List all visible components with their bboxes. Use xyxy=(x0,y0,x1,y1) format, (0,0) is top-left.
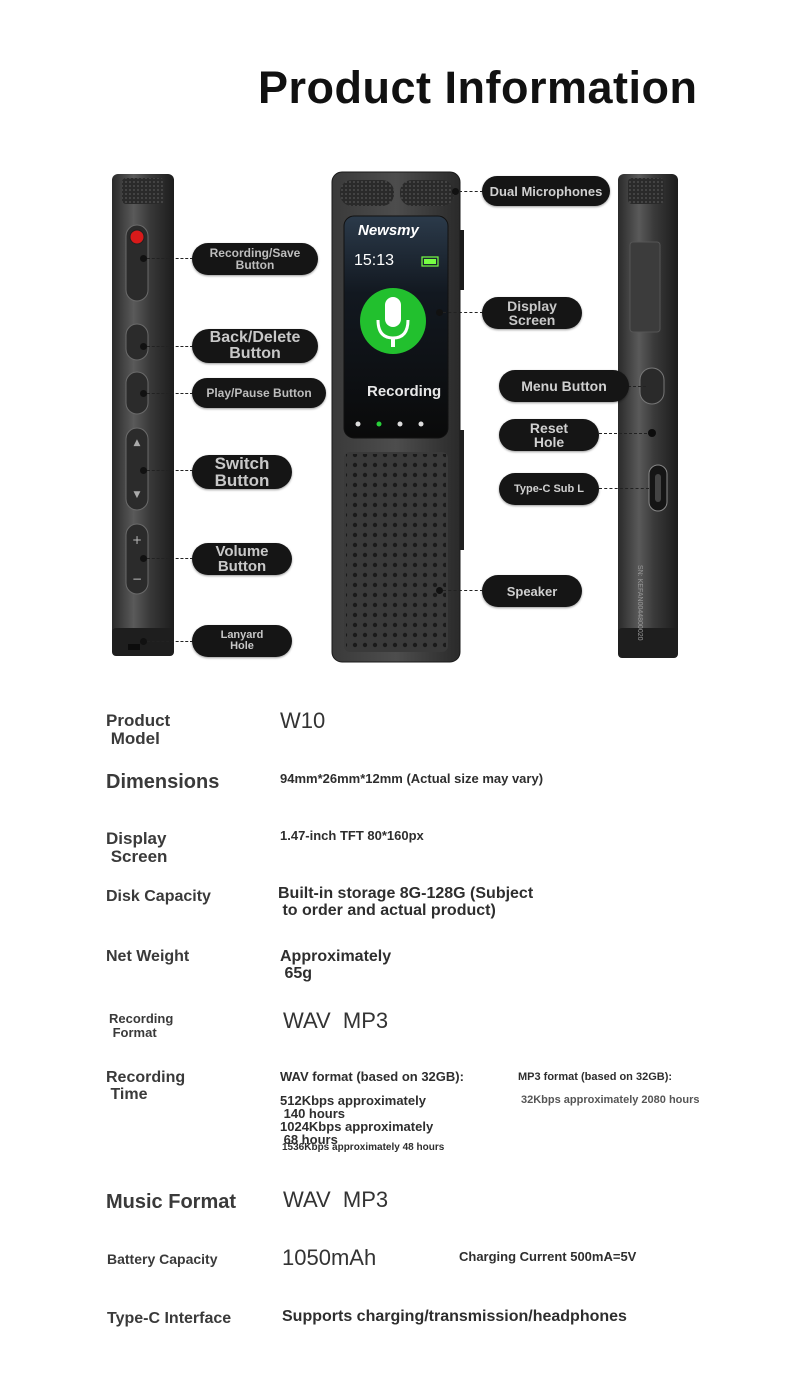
spec-value-recording-format: WAV MP3 xyxy=(283,1008,389,1033)
page-title: Product Information xyxy=(258,62,698,113)
spec-value-disk: Built-in storage 8G-128G (Subject to ord… xyxy=(278,885,534,919)
device-illustration: ▲ ▼ + − xyxy=(112,171,678,663)
spec-label-display: Display Screen xyxy=(106,829,168,866)
spec-label-weight: Net Weight xyxy=(106,948,190,965)
spec-value-charging-current: Charging Current 500mA=5V xyxy=(459,1249,637,1264)
spec-value-type-c: Supports charging/transmission/headphone… xyxy=(282,1308,627,1325)
spec-value-model: W10 xyxy=(280,708,326,733)
spec-label-dimensions: Dimensions xyxy=(106,771,220,793)
callout-dual-microphones: Dual Microphones xyxy=(482,176,610,206)
spec-mp3-format-title: MP3 format (based on 32GB): xyxy=(518,1071,673,1083)
spec-label-model: Product Model xyxy=(106,711,171,748)
device-serial: SN: KEFAN0044800020 xyxy=(636,565,643,641)
spec-wav-format-title: WAV format (based on 32GB): xyxy=(280,1069,464,1084)
callout-speaker: Speaker xyxy=(482,575,582,607)
svg-text:▲: ▲ xyxy=(134,438,141,448)
spec-label-music-format: Music Format xyxy=(106,1191,237,1213)
spec-wav-format-lines: 512Kbps approximately 140 hours 1024Kbps… xyxy=(280,1093,434,1147)
spec-label-type-c: Type-C Interface xyxy=(107,1310,232,1327)
spec-value-display: 1.47-inch TFT 80*160px xyxy=(280,828,424,843)
right-side-view xyxy=(618,174,678,658)
spec-value-weight: Approximately 65g xyxy=(280,948,392,982)
svg-text:−: − xyxy=(132,572,142,586)
spec-value-battery: 1050mAh xyxy=(282,1245,377,1270)
spec-label-disk: Disk Capacity xyxy=(106,888,211,905)
svg-text:▼: ▼ xyxy=(134,490,141,500)
spec-wav-format-small: 1536Kbps approximately 48 hours xyxy=(282,1142,445,1153)
spec-value-dimensions: 94mm*26mm*12mm (Actual size may vary) xyxy=(280,771,544,786)
device-brand-logo: Newsmy xyxy=(358,222,419,239)
callout-play-pause-button: Play/Pause Button xyxy=(192,378,326,408)
callout-type-c-port: Type-C Sub L xyxy=(499,473,599,505)
spec-label-battery: Battery Capacity xyxy=(107,1251,218,1267)
left-side-view: ▲ ▼ + − xyxy=(112,174,174,656)
spec-mp3-format-line: 32Kbps approximately 2080 hours xyxy=(521,1094,700,1106)
device-time: 15:13 xyxy=(354,252,395,269)
svg-text:+: + xyxy=(132,533,142,547)
spec-label-recording-format: Recording Format xyxy=(109,1011,174,1040)
device-status: Recording xyxy=(367,383,442,400)
spec-value-music-format: WAV MP3 xyxy=(283,1187,389,1212)
spec-label-recording-time: Recording Time xyxy=(106,1069,186,1103)
front-view xyxy=(331,171,464,663)
callout-menu-button: Menu Button xyxy=(499,370,629,402)
